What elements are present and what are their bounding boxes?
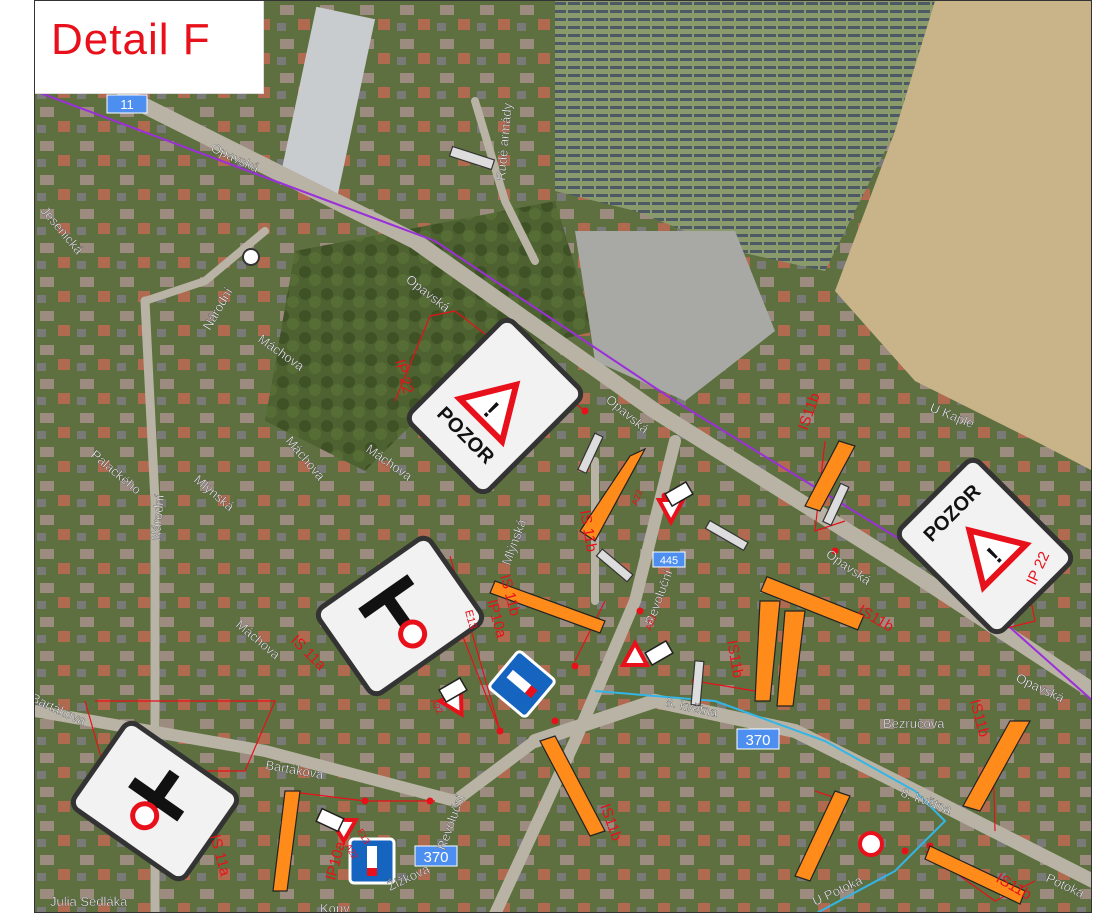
grey-plates — [448, 145, 850, 707]
svg-text:445: 445 — [660, 555, 678, 567]
detail-title-box: Detail F — [35, 1, 264, 94]
dead-end-sign-icon — [315, 535, 485, 697]
marker-dots — [361, 407, 934, 855]
svg-text:370: 370 — [745, 732, 770, 749]
street-label: Rudé armády — [493, 102, 515, 182]
detail-title: Detail F — [51, 15, 211, 64]
is11-boards — [272, 440, 1032, 905]
svg-text:11: 11 — [120, 97, 134, 112]
ip10a-sign — [348, 837, 396, 885]
map-frame: ! POZOR ! POZOR — [34, 0, 1092, 913]
dead-end-sign-icon — [70, 720, 240, 882]
e13-plates — [315, 480, 694, 833]
street-label: Kopy — [320, 901, 350, 913]
restriction-sign-icon — [242, 248, 884, 857]
detail-map: ! POZOR ! POZOR — [35, 1, 1091, 913]
woodland — [265, 201, 595, 471]
ip10a-sign — [488, 650, 556, 718]
svg-text:370: 370 — [423, 849, 448, 866]
street-label: Národní — [148, 493, 167, 541]
road-badge-370: 370 — [736, 728, 780, 750]
sign-code: E13 — [462, 609, 479, 631]
industrial-roofs — [575, 231, 775, 401]
street-label: Bezručova — [883, 716, 945, 731]
stream — [594, 690, 947, 912]
road-badge-11: 11 — [106, 94, 148, 114]
warning-triangle-icon — [619, 638, 651, 667]
field — [835, 1, 1091, 470]
sign-code: IS11b — [723, 639, 746, 679]
street-label: Julia Sedláka — [50, 894, 128, 909]
long-building — [278, 6, 376, 196]
road-badge-370-lower: 370 — [414, 845, 458, 867]
road-badge-445: 445 — [652, 551, 686, 568]
pozor-sign-right: ! POZOR — [896, 457, 1074, 635]
solar-park — [555, 1, 935, 271]
pozor-sign-left: ! POZOR — [406, 317, 584, 495]
